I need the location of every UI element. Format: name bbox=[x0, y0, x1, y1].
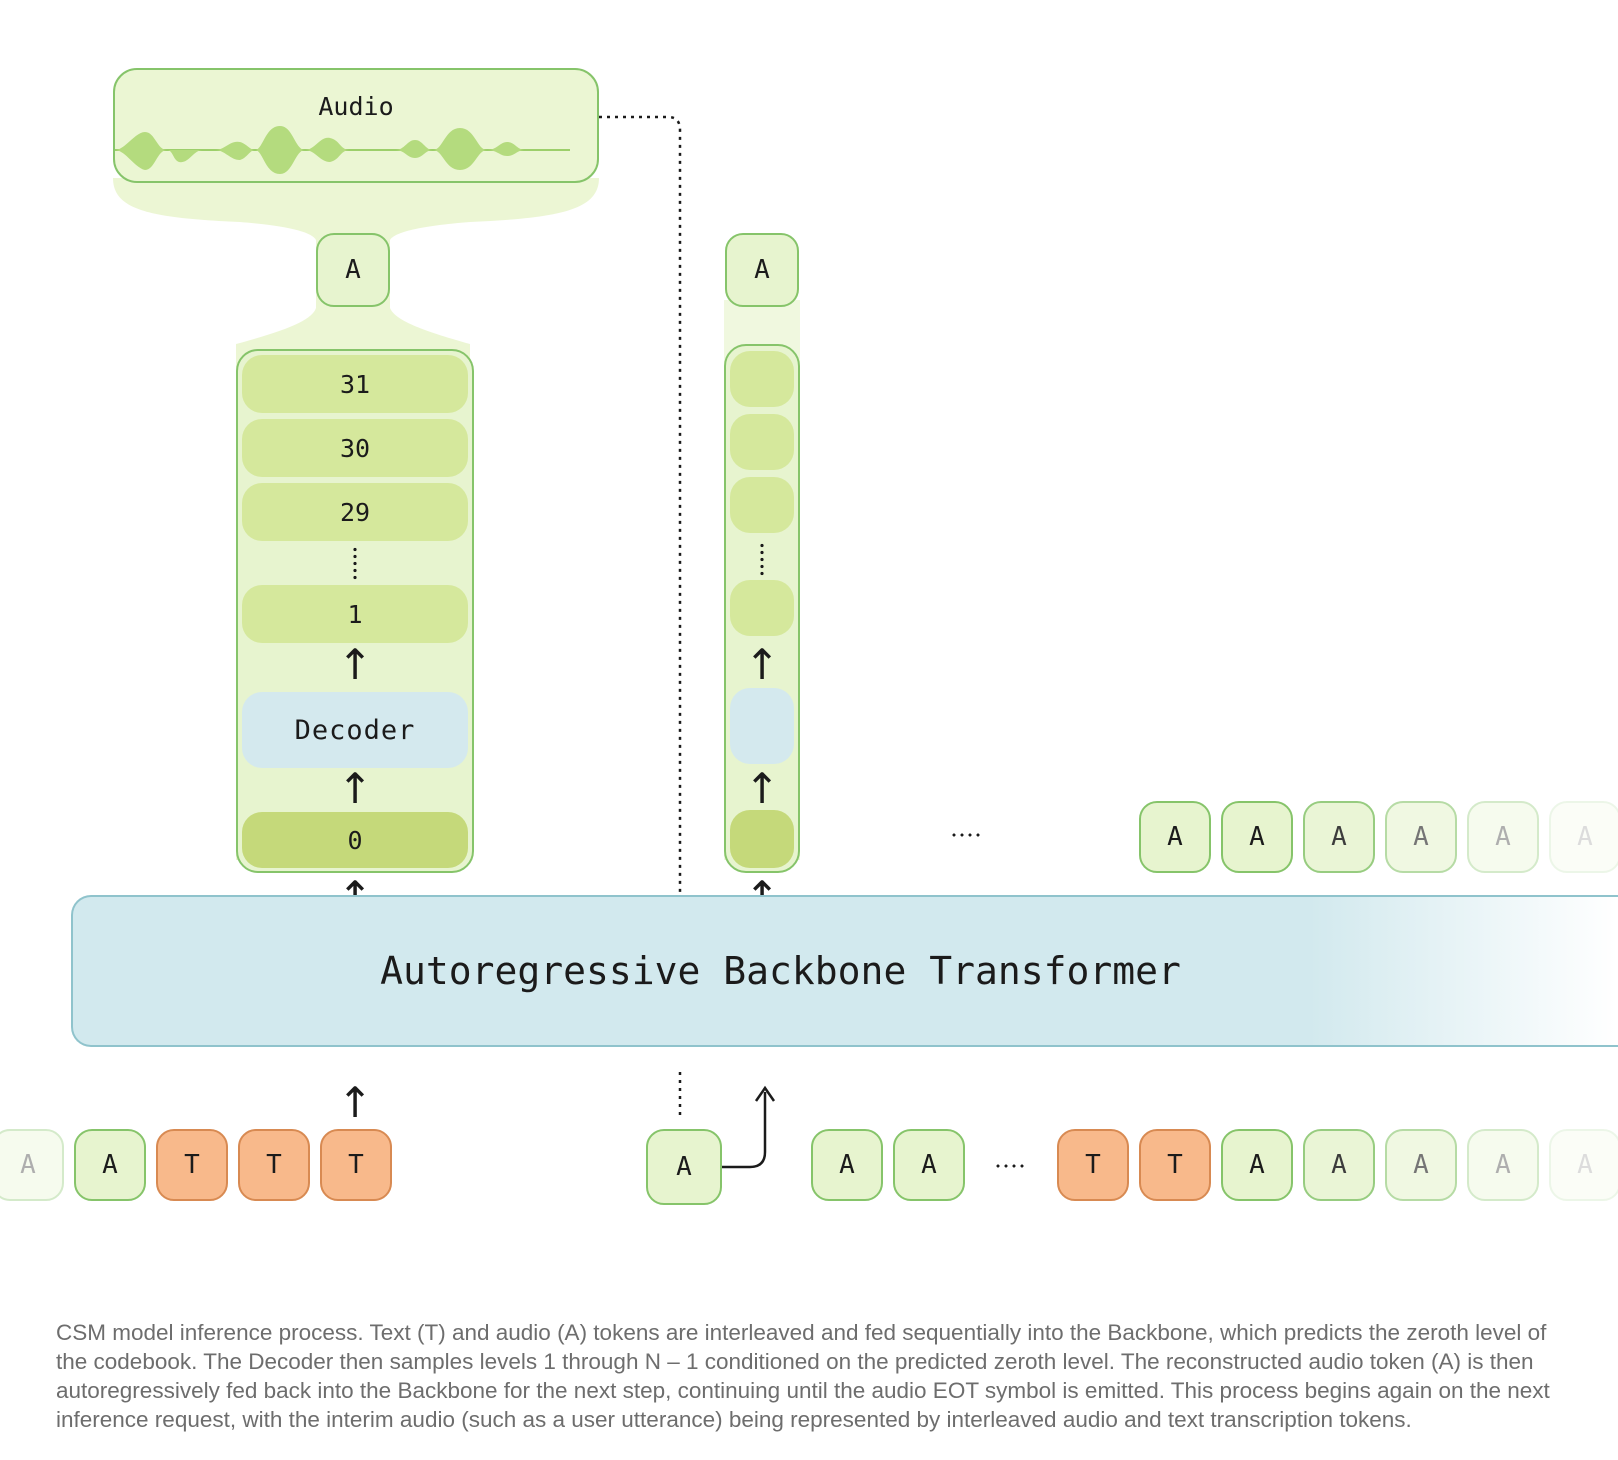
future-output-token: A bbox=[1385, 801, 1457, 873]
input-token: A bbox=[1467, 1129, 1539, 1201]
input-token: A bbox=[74, 1129, 146, 1201]
input-token: A bbox=[1303, 1129, 1375, 1201]
second-stack-level bbox=[730, 580, 794, 636]
backbone-label: Autoregressive Backbone Transformer bbox=[380, 949, 1181, 993]
levels-ellipsis bbox=[760, 542, 764, 576]
backbone-transformer: Autoregressive Backbone Transformer bbox=[71, 895, 1618, 1047]
input-token-text: T bbox=[238, 1129, 310, 1201]
up-arrow-icon: ↑ bbox=[337, 764, 373, 813]
decoder-output-token: A bbox=[316, 233, 390, 307]
horizontal-ellipsis bbox=[994, 1164, 1028, 1168]
second-stack-level bbox=[730, 477, 794, 533]
input-token-text: T bbox=[1139, 1129, 1211, 1201]
future-output-token: A bbox=[1139, 801, 1211, 873]
input-token-text: T bbox=[1057, 1129, 1129, 1201]
decoder-block: Decoder bbox=[242, 692, 468, 768]
input-token: A bbox=[1221, 1129, 1293, 1201]
input-token: A bbox=[811, 1129, 883, 1201]
future-output-token: A bbox=[1221, 801, 1293, 873]
up-arrow-icon: ↑ bbox=[744, 640, 780, 689]
input-token: A bbox=[1385, 1129, 1457, 1201]
future-output-token: A bbox=[1467, 801, 1539, 873]
up-arrow-icon: ↑ bbox=[337, 1078, 373, 1127]
future-output-token: A bbox=[1549, 801, 1618, 873]
input-token-text: T bbox=[320, 1129, 392, 1201]
audio-feedback-dotted-line bbox=[599, 115, 682, 1120]
second-stack-level bbox=[730, 351, 794, 407]
input-token-text: T bbox=[156, 1129, 228, 1201]
codebook-level-1: 1 bbox=[242, 585, 468, 643]
horizontal-ellipsis bbox=[950, 833, 984, 837]
audio-output-box: Audio bbox=[113, 68, 599, 183]
input-token: A bbox=[893, 1129, 965, 1201]
feedback-arrow-icon bbox=[722, 1085, 776, 1169]
codebook-level-30: 30 bbox=[242, 419, 468, 477]
codebook-level-31: 31 bbox=[242, 355, 468, 413]
second-stack-output-token: A bbox=[725, 233, 799, 307]
figure-caption: CSM model inference process. Text (T) an… bbox=[56, 1320, 1550, 1432]
second-stack-level-0 bbox=[730, 810, 794, 868]
diagram-canvas: Audio A 31 30 29 1 ↑ Decoder ↑ 0 ↑ A ↑ ↑… bbox=[0, 68, 1618, 1205]
input-token: A bbox=[1549, 1129, 1618, 1201]
codebook-level-0: 0 bbox=[242, 812, 468, 868]
second-stack-decoder bbox=[730, 688, 794, 764]
audio-label: Audio bbox=[318, 92, 394, 121]
feedback-audio-token: A bbox=[646, 1129, 722, 1205]
future-output-token: A bbox=[1303, 801, 1375, 873]
codebook-level-29: 29 bbox=[242, 483, 468, 541]
up-arrow-icon: ↑ bbox=[337, 640, 373, 689]
waveform-icon bbox=[115, 126, 570, 174]
levels-ellipsis bbox=[353, 546, 357, 580]
up-arrow-icon: ↑ bbox=[744, 764, 780, 813]
input-token: A bbox=[0, 1129, 64, 1201]
second-stack-level bbox=[730, 414, 794, 470]
